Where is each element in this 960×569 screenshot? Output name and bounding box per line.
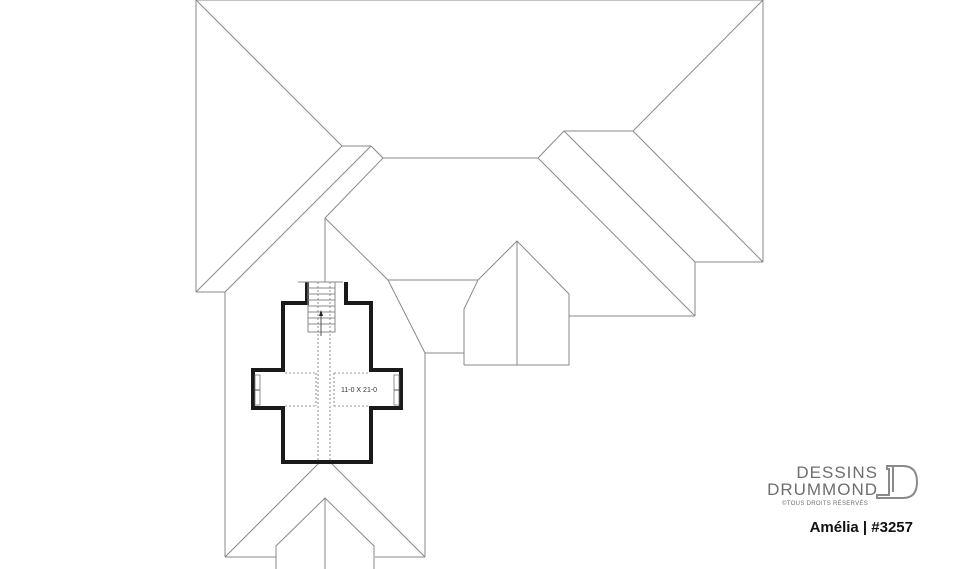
copyright-text: ©TOUS DROITS RÉSERVÉS [782, 501, 868, 507]
brand-name-line2: DRUMMOND [767, 480, 878, 499]
brand-name-line1: DESSINS [796, 463, 878, 482]
drummond-d-logo-icon [876, 465, 919, 499]
stairs [307, 281, 336, 336]
plan-name-label: Amélia | #3257 [809, 519, 913, 536]
ceiling-dashed-lines [285, 282, 369, 462]
room-dimensions-label: 11-0 X 21-0 [341, 387, 377, 394]
attic-room-walls [251, 281, 403, 464]
stair-up-arrow-icon [319, 310, 323, 316]
roof-outline [195, 0, 764, 569]
